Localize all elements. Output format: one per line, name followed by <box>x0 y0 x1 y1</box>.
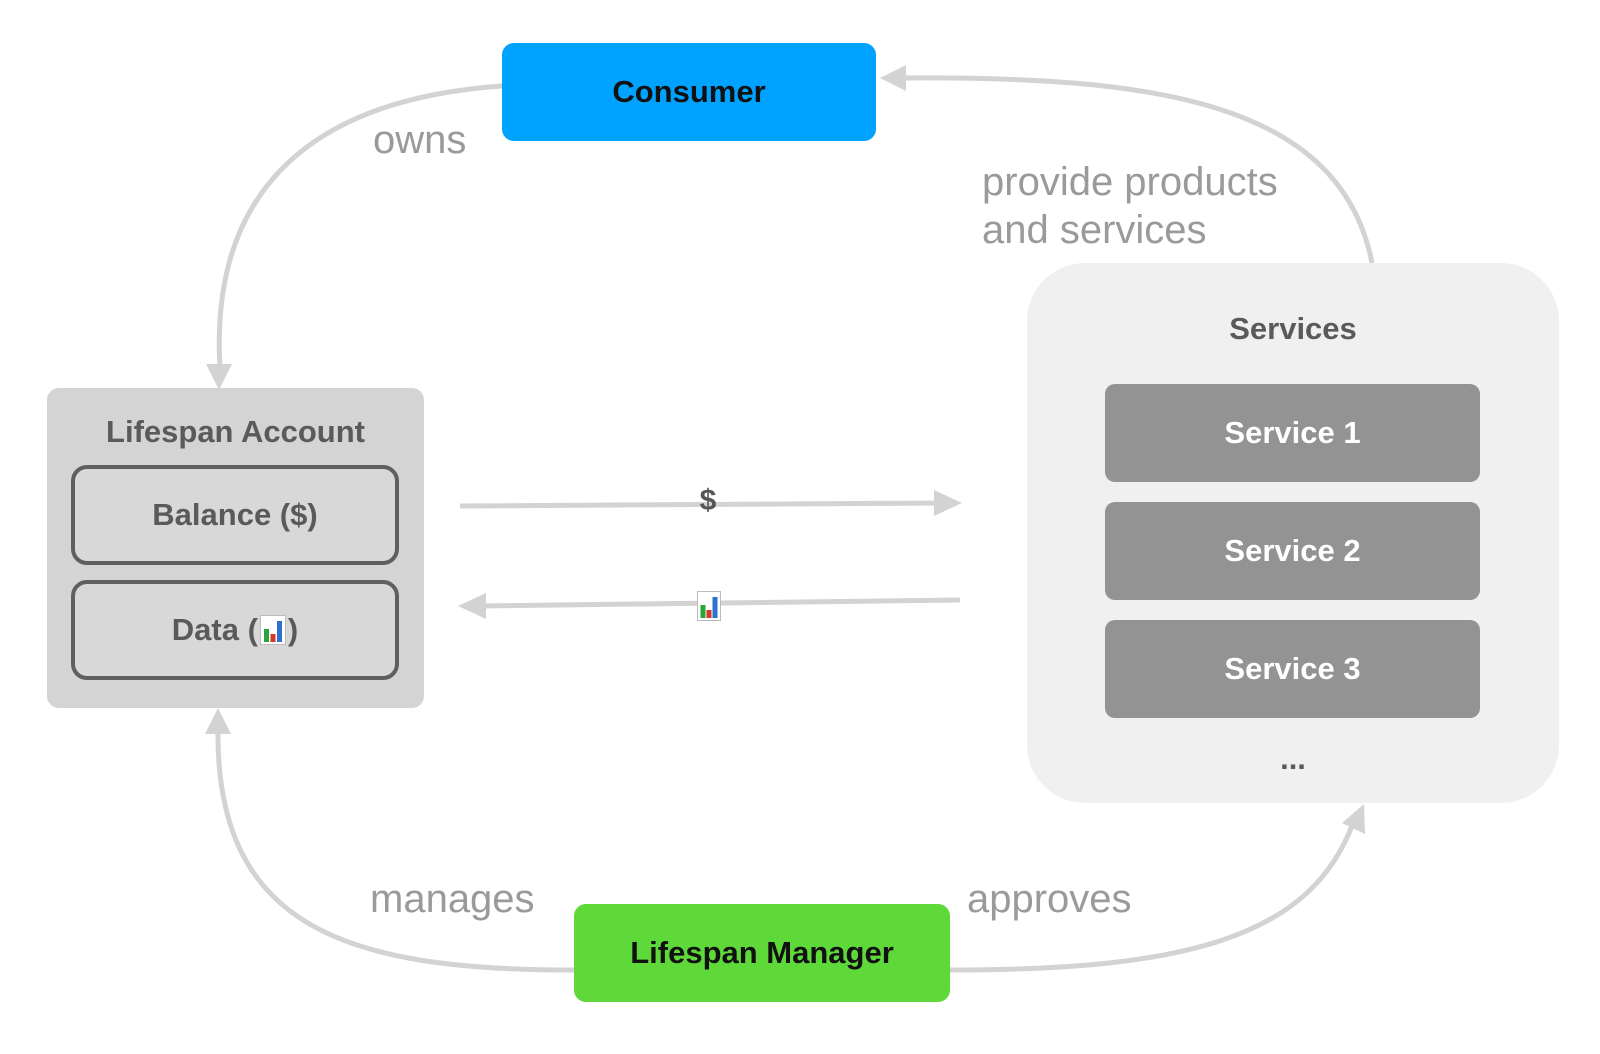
provide-edge-label-line2: and services <box>982 208 1207 252</box>
balance-field: Balance ($) <box>71 465 399 565</box>
provide-edge-label: provide products and services <box>982 158 1278 254</box>
bar-chart-icon <box>697 591 721 621</box>
service-item: Service 2 <box>1105 502 1480 600</box>
consumer-label: Consumer <box>612 74 766 109</box>
service-label: Service 1 <box>1224 415 1361 450</box>
approves-arrowhead-icon <box>1342 804 1365 834</box>
provide-arrowhead-icon <box>880 65 906 91</box>
manages-arrowhead-icon <box>205 708 231 734</box>
lifespan-manager-node: Lifespan Manager <box>574 904 950 1002</box>
manages-connector <box>215 727 575 973</box>
approves-connector <box>949 822 1356 973</box>
money-flow-label: $ <box>699 484 717 517</box>
lifespan-account-node: Lifespan Account Balance ($) Data () <box>47 388 424 708</box>
services-more: ... <box>1280 741 1306 776</box>
money-flow-connector <box>459 500 941 509</box>
owns-edge-label: owns <box>373 118 467 162</box>
service-item: Service 1 <box>1105 384 1480 482</box>
services-title: Services <box>1229 311 1357 346</box>
lifespan-manager-label: Lifespan Manager <box>630 935 894 970</box>
service-label: Service 2 <box>1224 533 1361 568</box>
owns-arrowhead-icon <box>206 364 232 390</box>
lifespan-account-title: Lifespan Account <box>106 414 365 449</box>
service-item: Service 3 <box>1105 620 1480 718</box>
provide-connector <box>899 75 1375 264</box>
bar-chart-icon <box>259 615 286 645</box>
data-label-suffix: ) <box>287 612 299 647</box>
consumer-node: Consumer <box>502 43 876 141</box>
owns-connector <box>216 83 503 369</box>
data-field: Data () <box>71 580 399 680</box>
approves-edge-label: approves <box>967 877 1132 921</box>
balance-label: Balance ($) <box>152 497 318 532</box>
data-flow-arrowhead-icon <box>458 593 486 619</box>
money-flow-arrowhead-icon <box>934 490 962 516</box>
provide-edge-label-line1: provide products <box>982 160 1278 204</box>
services-group: Services Service 1 Service 2 Service 3 .… <box>1027 263 1559 803</box>
manages-edge-label: manages <box>370 877 535 921</box>
data-label-prefix: Data ( <box>171 612 258 647</box>
service-label: Service 3 <box>1224 651 1361 686</box>
